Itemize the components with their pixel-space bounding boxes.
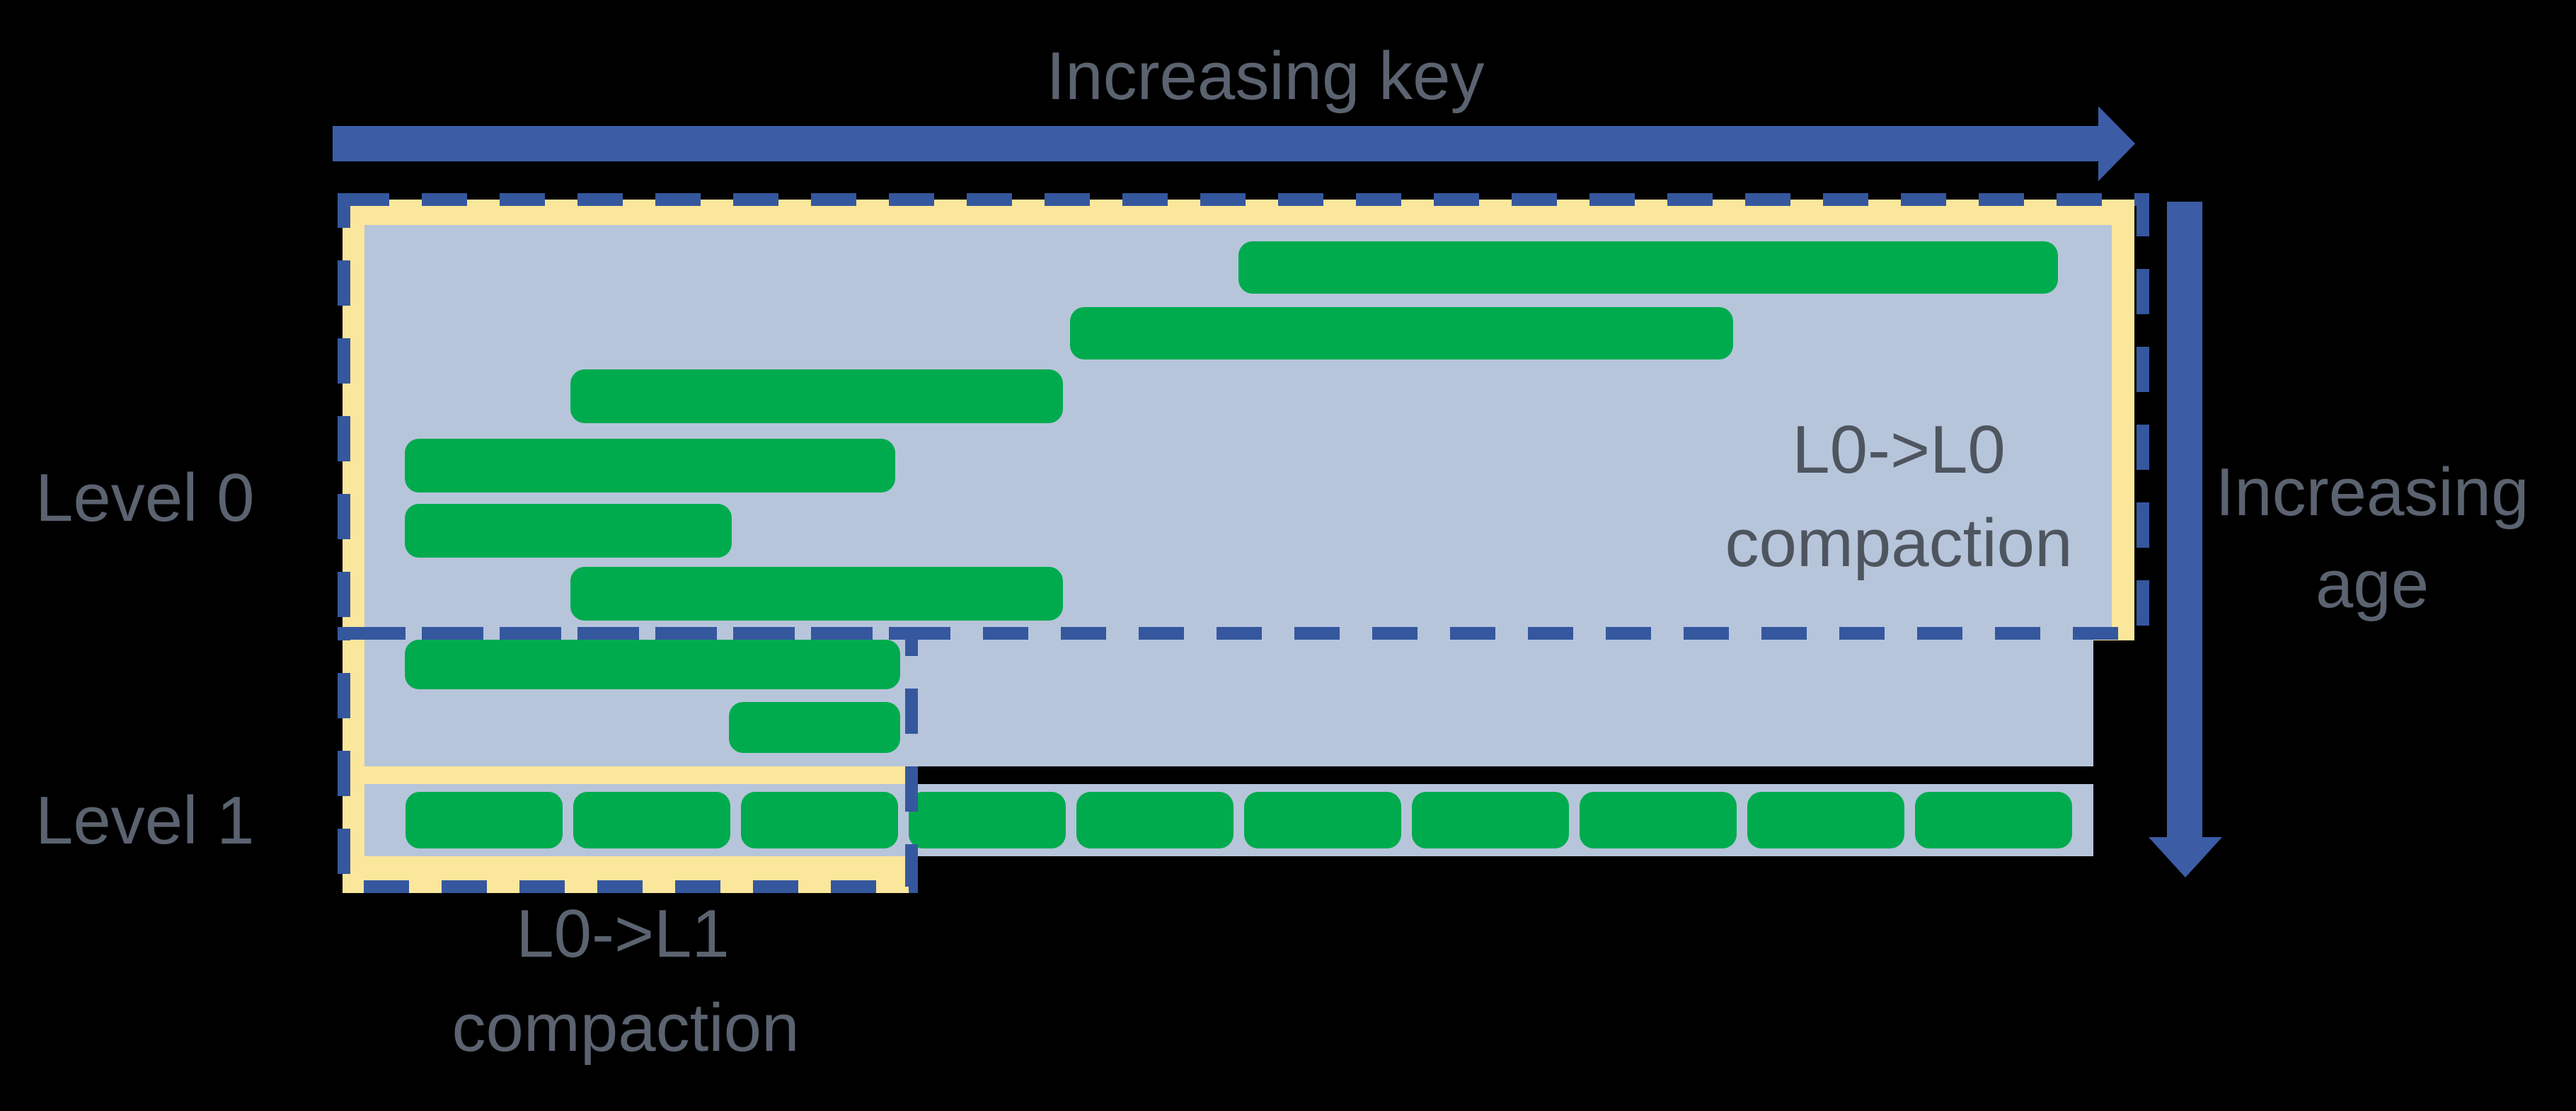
level1-sstable-7 <box>1412 792 1569 848</box>
level-separator-line <box>917 766 2093 784</box>
level0-sstable-6 <box>570 567 1063 621</box>
level1-sstable-6 <box>1244 792 1401 848</box>
increasing-key-arrow <box>333 106 2135 181</box>
increasing-age-arrow <box>2149 202 2222 877</box>
increasing-age-label-line1: Increasing <box>2216 454 2529 530</box>
level0-sstable-1 <box>1238 241 2058 294</box>
l0-compaction-dashed-border <box>338 193 2149 640</box>
l0-l0-compaction-label-line1: L0->L0 <box>1792 412 2006 488</box>
l0-l1-compaction-label-line2: compaction <box>452 990 800 1066</box>
l0-l1-compaction-dashed-border <box>338 627 918 893</box>
increasing-key-arrow-head <box>2098 106 2135 181</box>
level0-sstable-5 <box>405 504 732 558</box>
l0-l1-compaction-label-line1: L0->L1 <box>516 896 730 972</box>
level0-sstable-3 <box>570 369 1063 423</box>
l0-l0-compaction-label-line2: compaction <box>1725 505 2073 581</box>
increasing-age-arrow-shaft <box>2167 202 2202 837</box>
increasing-key-label: Increasing key <box>1047 38 1485 114</box>
level1-sstable-4 <box>909 792 1066 848</box>
level1-sstable-9 <box>1747 792 1904 848</box>
level1-sstable-3 <box>741 792 898 848</box>
arrows-layer <box>333 106 2222 877</box>
level0-sstable-7 <box>405 640 900 689</box>
increasing-age-label-line2: age <box>2316 546 2429 622</box>
level1-sstable-1 <box>406 792 563 848</box>
level1-label: Level 1 <box>35 783 255 858</box>
level1-sstable-8 <box>1580 792 1737 848</box>
level1-sstable-5 <box>1076 792 1234 848</box>
level1-sstable-10 <box>1915 792 2072 848</box>
level0-sstable-8 <box>729 702 900 753</box>
level1-sstable-2 <box>573 792 730 848</box>
level0-sstable-2 <box>1070 307 1733 359</box>
sstables-layer <box>405 241 2072 848</box>
level0-sstable-4 <box>405 439 895 493</box>
dashed-borders-layer <box>338 193 2149 893</box>
increasing-age-arrow-head <box>2149 837 2222 877</box>
increasing-key-arrow-shaft <box>333 126 2098 161</box>
level0-label: Level 0 <box>35 460 255 536</box>
